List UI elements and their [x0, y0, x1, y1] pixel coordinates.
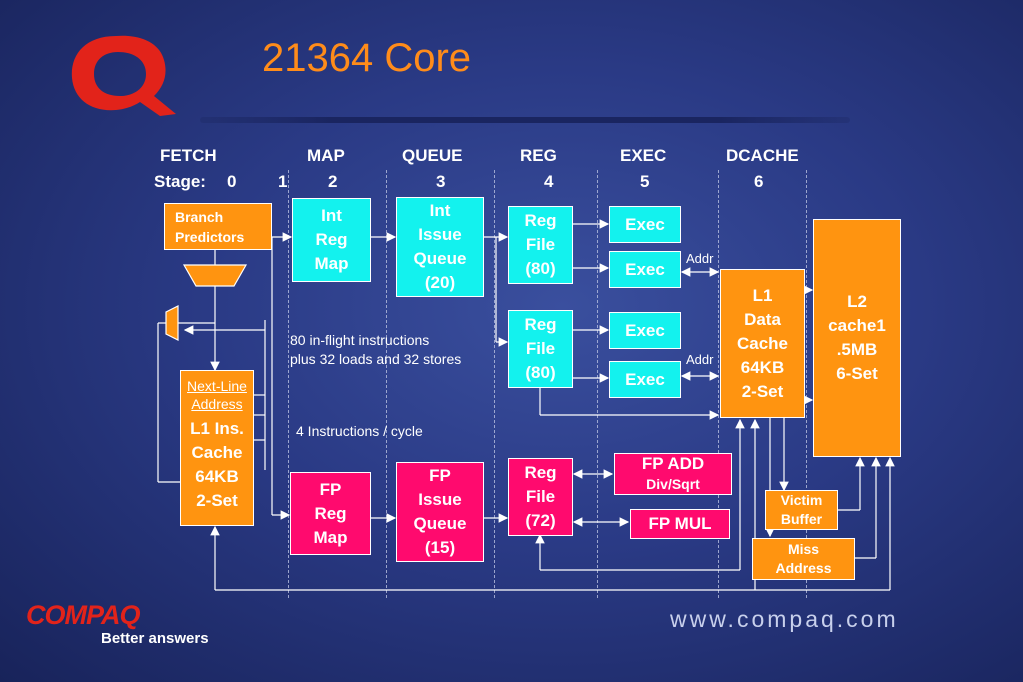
- block-label: Issue: [418, 490, 462, 509]
- stage-label: Stage:: [154, 172, 206, 191]
- block-label: Buffer: [780, 511, 823, 527]
- stage-number-2: 2: [328, 172, 338, 191]
- exec-unit-4: Exec: [609, 361, 681, 398]
- stage-queue: QUEUE: [402, 146, 463, 165]
- block-label: Queue: [413, 249, 467, 268]
- addr-label: Addr: [686, 251, 714, 266]
- l1-data-cache-block: L1 Data Cache 64KB 2-Set: [720, 269, 805, 418]
- block-label: File: [525, 339, 556, 358]
- block-label: Address: [775, 560, 832, 576]
- block-label: Reg: [314, 503, 347, 523]
- block-label: Cache: [191, 443, 243, 462]
- website-url: www.compaq.com: [670, 606, 899, 632]
- l2-cache-block: L2 cache1 .5MB 6-Set: [813, 219, 901, 457]
- block-label: FP ADD: [641, 454, 705, 473]
- block-label: (80): [525, 259, 556, 278]
- block-label: File: [525, 487, 556, 506]
- fp-issue-queue-block: FP Issue Queue (15): [396, 462, 484, 562]
- stage-exec: EXEC: [620, 146, 667, 165]
- block-label: (15): [424, 538, 456, 557]
- exec-unit-1: Exec: [609, 206, 681, 243]
- block-label: Int: [429, 201, 451, 220]
- block-label: Cache: [736, 333, 789, 353]
- stage-divider: [806, 170, 807, 598]
- int-reg-file-2-block: Reg File (80): [508, 310, 573, 388]
- block-label: Reg: [315, 230, 348, 249]
- fp-reg-file-block: Reg File (72): [508, 458, 573, 536]
- block-label: Miss: [787, 541, 820, 557]
- block-label: 2-Set: [196, 491, 238, 510]
- block-label: 64KB: [195, 467, 239, 486]
- block-label: Map: [313, 527, 348, 547]
- stage-number-4: 4: [544, 172, 554, 191]
- block-label: .5MB: [836, 340, 878, 359]
- stage-divider: [718, 170, 719, 598]
- block-label: Div/Sqrt: [646, 476, 700, 492]
- block-label: Branch: [175, 208, 224, 225]
- block-label: FP: [319, 479, 342, 499]
- block-label: FP: [429, 466, 451, 485]
- branch-predictors-block: Branch Predictors: [164, 203, 272, 250]
- block-label: L2: [847, 292, 867, 311]
- stage-divider: [288, 170, 289, 598]
- block-label: Victim: [780, 492, 823, 508]
- instructions-per-cycle-note: 4 Instructions / cycle: [296, 423, 423, 439]
- block-label: Reg: [524, 463, 557, 482]
- l1-instruction-cache-block: Next-Line Address L1 Ins. Cache 64KB 2-S…: [180, 370, 254, 526]
- block-label: Issue: [418, 225, 462, 244]
- block-label: (72): [525, 511, 556, 530]
- stage-number-6: 6: [754, 172, 764, 191]
- stage-map: MAP: [307, 146, 345, 165]
- stage-divider: [386, 170, 387, 598]
- stage-dcache: DCACHE: [726, 146, 799, 165]
- page-title: 21364 Core: [262, 36, 472, 80]
- compaq-wordmark: COMPAQ: [26, 600, 140, 630]
- exec-unit-2: Exec: [609, 251, 681, 288]
- inflight-note: plus 32 loads and 32 stores: [290, 351, 462, 367]
- int-issue-queue-block: Int Issue Queue (20): [396, 197, 484, 297]
- stage-divider: [494, 170, 495, 598]
- stage-number-5: 5: [640, 172, 650, 191]
- stage-number-3: 3: [436, 172, 446, 191]
- title-underline: [200, 117, 850, 123]
- block-label: Reg: [524, 211, 557, 230]
- block-label: Queue: [413, 514, 467, 533]
- block-label: 6-Set: [836, 364, 878, 383]
- inflight-note: 80 in-flight instructions: [290, 332, 430, 348]
- miss-address-block: Miss Address: [752, 538, 855, 580]
- block-label: cache1: [828, 316, 886, 335]
- block-label: L1: [752, 285, 773, 305]
- int-reg-map-block: Int Reg Map: [292, 198, 371, 282]
- block-label: Map: [314, 254, 349, 273]
- block-label: 2-Set: [741, 381, 784, 401]
- stage-fetch: FETCH: [160, 146, 217, 165]
- stage-reg: REG: [520, 146, 557, 165]
- block-label: (80): [525, 363, 556, 382]
- block-label: (20): [424, 273, 456, 292]
- addr-label: Addr: [686, 352, 714, 367]
- block-label: Predictors: [175, 228, 245, 245]
- fp-mul-unit: FP MUL: [630, 509, 730, 539]
- stage-number-1: 1: [278, 172, 288, 191]
- tagline: Better answers: [101, 630, 209, 647]
- next-line-address-label: Address: [191, 396, 243, 412]
- block-label: L1 Ins.: [190, 419, 244, 438]
- block-label: File: [525, 235, 556, 254]
- fp-add-unit: FP ADD Div/Sqrt: [614, 453, 732, 495]
- block-label: Reg: [524, 315, 557, 334]
- exec-unit-3: Exec: [609, 312, 681, 349]
- fp-reg-map-block: FP Reg Map: [290, 472, 371, 555]
- int-reg-file-1-block: Reg File (80): [508, 206, 573, 284]
- block-label: Data: [744, 309, 781, 329]
- next-line-address-label: Next-Line: [187, 378, 247, 394]
- compaq-q-logo-icon: [71, 35, 176, 116]
- victim-buffer-block: Victim Buffer: [765, 490, 838, 530]
- block-label: 64KB: [740, 357, 785, 377]
- stage-divider: [597, 170, 598, 598]
- block-label: Int: [321, 206, 342, 225]
- stage-number-0: 0: [227, 172, 237, 191]
